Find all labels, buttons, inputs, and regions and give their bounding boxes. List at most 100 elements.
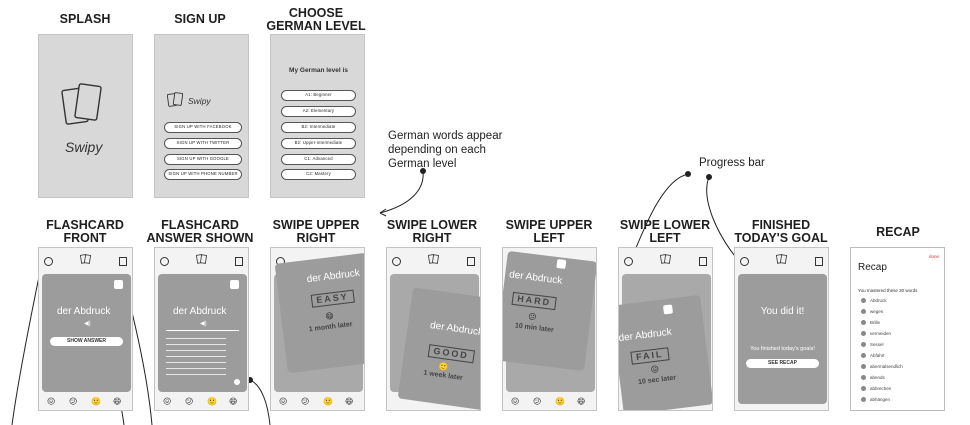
easy-stamp: EASY: [310, 289, 355, 308]
easy-smiley-icon[interactable]: 😄: [229, 397, 238, 406]
flashcard-front-screen: der Abdruck ◀) SHOW ANSWER 😖 😕 🙂 😄: [38, 247, 133, 411]
hard-smiley-icon[interactable]: 😕: [185, 397, 194, 406]
bookmark-icon[interactable]: [114, 280, 123, 289]
book-icon[interactable]: [815, 257, 823, 266]
swiping-flashcard[interactable]: der Abdruck EASY 😄 1 month later: [274, 252, 364, 374]
profile-icon[interactable]: [392, 257, 401, 266]
signup-twitter-button[interactable]: SIGN UP WITH TWITTER: [164, 138, 242, 149]
cards-icon[interactable]: [80, 254, 92, 265]
profile-icon[interactable]: [160, 257, 169, 266]
book-icon[interactable]: [235, 257, 243, 266]
splash-logo-text: Swipy: [65, 139, 103, 155]
done-link[interactable]: done: [928, 254, 939, 259]
cards-icon[interactable]: [196, 254, 208, 265]
fail-interval: 10 sec later: [637, 374, 677, 387]
recap-word-item[interactable]: vermeiden: [861, 331, 891, 337]
good-smiley-icon[interactable]: 🙂: [323, 397, 333, 406]
level-option-a1[interactable]: A1: Beginner: [281, 90, 356, 101]
fail-smiley-icon[interactable]: 😖: [47, 397, 56, 406]
profile-icon[interactable]: [624, 257, 633, 266]
swiping-flashcard[interactable]: der Abdruck FAIL 😖 10 sec later: [619, 294, 712, 410]
good-smiley-icon[interactable]: 🙂: [555, 397, 565, 406]
splash-screen: Swipy: [38, 34, 133, 198]
hard-smiley-icon[interactable]: 😕: [301, 397, 310, 406]
see-recap-button[interactable]: SEE RECAP: [746, 359, 819, 368]
level-option-b2[interactable]: B2: Upper-intermediate: [281, 138, 356, 149]
good-stamp: GOOD: [427, 344, 475, 364]
swipe-lower-right-screen: der Abdruck GOOD 🙂 1 week later: [386, 247, 481, 411]
signup-logo-text: Swipy: [188, 96, 211, 106]
finished-headline: You did it!: [760, 306, 805, 317]
book-icon[interactable]: [699, 257, 707, 266]
flashcard[interactable]: der Abdruck ◀) SHOW ANSWER: [42, 274, 131, 392]
info-icon[interactable]: [234, 379, 240, 385]
cards-icon[interactable]: [660, 254, 672, 265]
book-icon[interactable]: [467, 257, 475, 266]
recap-word-item[interactable]: Abdruck: [861, 298, 887, 304]
swiping-flashcard[interactable]: der Abdruck HARD 😕 10 min later: [503, 250, 596, 372]
book-icon[interactable]: [119, 257, 127, 266]
answer-shown-screen: der Abdruck ◀) 😖 😕 🙂 😄: [154, 247, 249, 411]
fail-smiley-icon[interactable]: 😖: [279, 397, 288, 406]
recap-word-item[interactable]: Brille: [861, 320, 880, 326]
recap-word-item[interactable]: abermalsendlich: [861, 364, 903, 370]
swipe-lower-left-screen: der Abdruck FAIL 😖 10 sec later: [618, 247, 713, 411]
profile-icon[interactable]: [740, 257, 749, 266]
hard-stamp: HARD: [511, 291, 557, 311]
cards-icon[interactable]: [428, 254, 440, 265]
signup-screen: Swipy SIGN UP WITH FACEBOOK SIGN UP WITH…: [154, 34, 249, 198]
splash-heading: SPLASH: [59, 12, 111, 26]
audio-icon[interactable]: ◀): [84, 321, 91, 327]
upper-right-heading-2: RIGHT: [296, 231, 336, 245]
bookmark-icon[interactable]: [662, 304, 674, 315]
fail-smiley-icon[interactable]: 😖: [163, 397, 172, 406]
hard-interval: 10 min later: [514, 322, 555, 335]
level-option-b1[interactable]: B2: Intermediate: [281, 122, 356, 133]
easy-smiley-icon[interactable]: 😄: [577, 397, 586, 406]
flashcard-word: der Abdruck: [306, 267, 361, 286]
easy-smiley-icon: 😄: [324, 311, 335, 322]
lower-right-heading-2: RIGHT: [412, 231, 452, 245]
audio-icon[interactable]: ◀): [200, 321, 207, 327]
easy-smiley-icon[interactable]: 😄: [345, 397, 354, 406]
level-screen: My German level is A1: Beginner A2: Elem…: [270, 34, 365, 198]
swiping-flashcard[interactable]: der Abdruck GOOD 🙂 1 week later: [397, 287, 480, 410]
recap-word-item[interactable]: abbrechen: [861, 386, 891, 392]
flashcard[interactable]: der Abdruck ◀): [158, 274, 247, 392]
upper-left-heading-1: SWIPE UPPER: [505, 218, 593, 232]
hard-smiley-icon[interactable]: 😕: [533, 397, 542, 406]
cards-icon[interactable]: [776, 254, 788, 265]
level-option-c1[interactable]: C1: Advanced: [281, 154, 356, 165]
signup-facebook-button[interactable]: SIGN UP WITH FACEBOOK: [164, 122, 242, 133]
level-heading-line1: CHOOSE: [288, 6, 344, 20]
bookmark-icon[interactable]: [230, 280, 239, 289]
recap-word-item[interactable]: wegen: [861, 309, 883, 315]
signup-google-button[interactable]: SIGN UP WITH GOOGLE: [164, 154, 242, 165]
signup-phone-button[interactable]: SIGN UP WITH PHONE NUMBER: [164, 169, 242, 180]
flashcard-front-heading-2: FRONT: [63, 231, 107, 245]
show-answer-button[interactable]: SHOW ANSWER: [50, 337, 123, 346]
easy-smiley-icon[interactable]: 😄: [113, 397, 122, 406]
recap-word-item[interactable]: abhängen: [861, 397, 890, 403]
answer-shown-heading-1: FLASHCARD: [161, 218, 239, 232]
fail-stamp: FAIL: [630, 347, 670, 365]
answer-lines: [166, 338, 226, 378]
good-smiley-icon[interactable]: 🙂: [91, 397, 101, 406]
recap-title: Recap: [858, 262, 887, 273]
fail-smiley-icon[interactable]: 😖: [511, 397, 520, 406]
flashcard-front-heading-1: FLASHCARD: [46, 218, 124, 232]
finished-heading-2: TODAY'S GOAL: [734, 231, 828, 245]
profile-icon[interactable]: [44, 257, 53, 266]
recap-word-item[interactable]: Abfahrt: [861, 353, 885, 359]
recap-word-item[interactable]: Sessel: [861, 342, 884, 348]
level-option-c2[interactable]: C2: Mastery: [281, 169, 356, 180]
finished-screen: You did it! You finished today's goals! …: [734, 247, 829, 411]
level-option-a2[interactable]: A2: Elementary: [281, 106, 356, 117]
recap-word-item[interactable]: abends: [861, 375, 885, 381]
hard-smiley-icon[interactable]: 😕: [69, 397, 78, 406]
swipe-upper-right-screen: der Abdruck EASY 😄 1 month later 😖 😕 🙂 😄: [270, 247, 365, 411]
progress-bar-annotation: Progress bar: [699, 157, 765, 169]
recap-heading: RECAP: [876, 225, 920, 239]
good-smiley-icon[interactable]: 🙂: [207, 397, 217, 406]
bookmark-icon[interactable]: [556, 259, 567, 270]
